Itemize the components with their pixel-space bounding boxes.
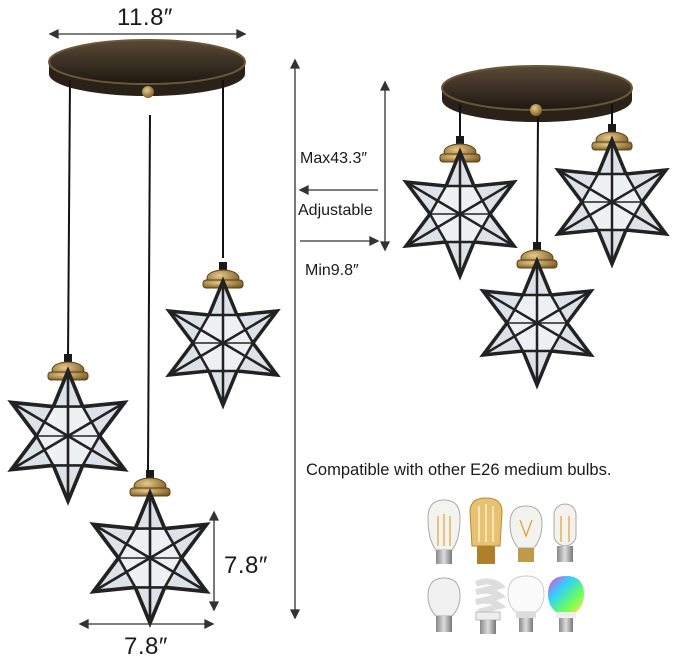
- pendant-cords: [67, 79, 224, 471]
- width-arrow: [48, 28, 247, 40]
- adjustable-arrows: [298, 80, 391, 252]
- star-pendant-bottom: [91, 469, 209, 625]
- shade-height-arrow: [208, 510, 220, 612]
- rgb-smart-bulb-icon: [548, 576, 584, 632]
- shade-height-label: 7.8″: [224, 552, 268, 579]
- height-arrow: [289, 58, 301, 620]
- led-a19-bulb-icon: [507, 575, 545, 632]
- canopy-width-label: 11.8″: [117, 4, 173, 31]
- edison-tubular-bulb-icon: [553, 503, 577, 562]
- edison-amber-bulb-icon: [469, 497, 503, 564]
- adjustable-label: Adjustable: [298, 202, 373, 219]
- edison-a19-bulb-icon: [509, 505, 543, 562]
- max-height-label: Max43.3″: [300, 150, 368, 167]
- min-height-label: Min9.8″: [305, 262, 359, 279]
- right-star-right: [556, 123, 668, 266]
- right-star-left: [404, 135, 516, 278]
- right-canopy: [441, 65, 633, 122]
- bulb-grid: [427, 497, 584, 634]
- incandescent-bulb-icon: [427, 577, 461, 632]
- star-pendant-right: [167, 261, 279, 407]
- shade-width-label: 7.8″: [124, 633, 168, 660]
- ceiling-canopy: [48, 39, 246, 98]
- star-pendant-left: [9, 353, 127, 503]
- right-star-bottom: [481, 241, 593, 387]
- edison-st64-bulb-icon: [427, 499, 461, 564]
- cfl-spiral-bulb-icon: [474, 578, 507, 634]
- shade-width-arrow: [78, 618, 215, 630]
- compatibility-text: Compatible with other E26 medium bulbs.: [306, 461, 612, 479]
